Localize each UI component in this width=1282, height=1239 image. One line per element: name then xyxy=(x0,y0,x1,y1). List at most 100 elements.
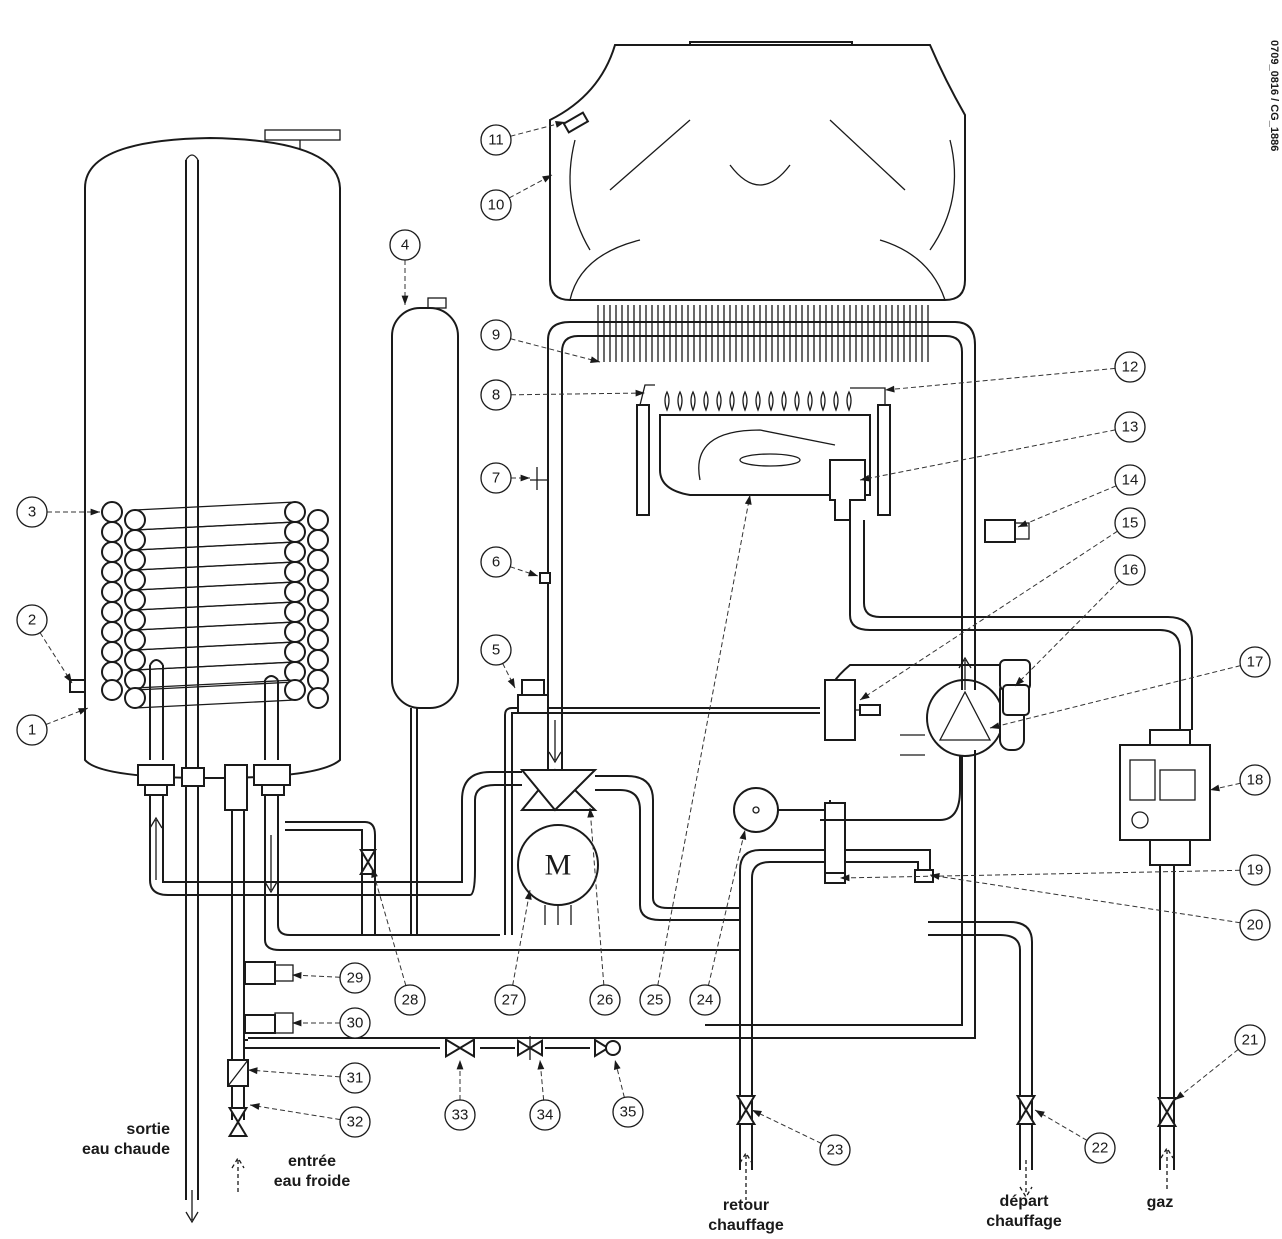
callout-number-1: 1 xyxy=(28,722,36,739)
callout-circle-13 xyxy=(1114,411,1146,443)
callout-number-16: 16 xyxy=(1122,562,1139,579)
leader-arrow-20 xyxy=(930,873,940,880)
callout-circle-17 xyxy=(1239,646,1271,678)
callout-circle-12 xyxy=(1114,351,1146,383)
callout-circle-3 xyxy=(16,496,48,528)
callout-33: 33 xyxy=(444,1099,476,1131)
leader-arrow-31 xyxy=(248,1067,258,1075)
callout-22: 22 xyxy=(1084,1132,1116,1164)
three-way-valve: M xyxy=(517,768,599,906)
leader-line-24 xyxy=(707,829,746,986)
callout-circle-19 xyxy=(1239,854,1271,886)
callout-circle-8 xyxy=(480,379,512,411)
callout-number-23: 23 xyxy=(827,1142,844,1159)
callout-11: 11 xyxy=(480,124,512,156)
callout-12: 12 xyxy=(1114,351,1146,383)
caption-cold-water-inlet: entrée eau froide xyxy=(262,1152,362,1192)
callout-circle-35 xyxy=(612,1096,644,1128)
leader-arrow-8 xyxy=(635,389,645,397)
leader-arrow-24 xyxy=(739,830,747,840)
callout-5: 5 xyxy=(480,634,512,666)
leader-line-11 xyxy=(510,121,566,137)
callout-circle-27 xyxy=(494,984,526,1016)
callout-circle-7 xyxy=(480,462,512,494)
callout-number-3: 3 xyxy=(28,504,36,521)
callout-32: 32 xyxy=(339,1106,371,1138)
leader-arrow-26 xyxy=(587,808,595,818)
leader-line-14 xyxy=(1017,485,1117,528)
callout-35: 35 xyxy=(612,1096,644,1128)
burner-flames xyxy=(664,390,852,412)
callout-29: 29 xyxy=(339,962,371,994)
callout-numbers: 1234567891011121314151617181920212223242… xyxy=(16,124,1271,1166)
caption-cold-water-line2: eau froide xyxy=(273,1173,351,1190)
leader-arrow-23 xyxy=(752,1110,762,1118)
caption-gas: gaz xyxy=(1130,1193,1190,1213)
heat-exchanger-fins xyxy=(597,305,929,362)
leader-line-26 xyxy=(589,807,605,986)
callout-number-7: 7 xyxy=(492,470,500,487)
flue-hood xyxy=(549,41,966,301)
leader-line-15 xyxy=(859,530,1118,701)
callout-circle-14 xyxy=(1114,464,1146,496)
callout-circle-33 xyxy=(444,1099,476,1131)
leader-arrow-11 xyxy=(555,121,565,128)
gas-valve xyxy=(1119,729,1211,866)
callout-number-21: 21 xyxy=(1242,1032,1259,1049)
callout-number-2: 2 xyxy=(28,612,36,629)
callout-number-27: 27 xyxy=(502,992,519,1009)
callout-number-24: 24 xyxy=(697,992,714,1009)
pressure-gauge xyxy=(733,787,779,833)
caption-heating-flow: départ chauffage xyxy=(974,1192,1074,1232)
leader-line-16 xyxy=(1014,580,1120,687)
callout-number-26: 26 xyxy=(597,992,614,1009)
expansion-vessel xyxy=(391,297,459,935)
callout-8: 8 xyxy=(480,379,512,411)
callout-28: 28 xyxy=(394,984,426,1016)
callout-number-13: 13 xyxy=(1122,419,1139,436)
callout-circle-28 xyxy=(394,984,426,1016)
caption-heating-flow-line1: départ xyxy=(999,1193,1049,1210)
leader-arrow-32 xyxy=(250,1103,260,1110)
callout-number-29: 29 xyxy=(347,970,364,987)
leader-arrow-28 xyxy=(371,868,378,878)
leader-line-8 xyxy=(510,392,646,396)
callout-9: 9 xyxy=(480,319,512,351)
callout-number-35: 35 xyxy=(620,1104,637,1121)
callout-circle-11 xyxy=(480,124,512,156)
callout-13: 13 xyxy=(1114,411,1146,443)
callout-circle-1 xyxy=(16,714,48,746)
leader-line-27 xyxy=(512,889,531,986)
callout-18: 18 xyxy=(1239,764,1271,796)
leader-line-31 xyxy=(247,1069,341,1078)
leader-arrow-14 xyxy=(1018,520,1028,527)
callout-3: 3 xyxy=(16,496,48,528)
caption-hot-water-line2: eau chaude xyxy=(81,1141,170,1158)
callout-number-15: 15 xyxy=(1122,515,1139,532)
caption-heating-return-line1: retour xyxy=(722,1197,770,1214)
callout-4: 4 xyxy=(389,229,421,261)
callout-circle-30 xyxy=(339,1007,371,1039)
leader-line-9 xyxy=(510,338,601,363)
callout-number-9: 9 xyxy=(492,327,500,344)
leader-arrow-2 xyxy=(64,673,72,683)
callout-circle-5 xyxy=(480,634,512,666)
flow-arrows xyxy=(149,656,1174,1224)
callout-23: 23 xyxy=(819,1134,851,1166)
drawing-reference: 0709_0816 / CG_1886 xyxy=(1268,40,1280,152)
callout-10: 10 xyxy=(480,189,512,221)
callout-number-4: 4 xyxy=(401,237,409,254)
leader-line-20 xyxy=(929,874,1241,924)
leader-arrow-27 xyxy=(524,890,532,900)
leader-arrow-7 xyxy=(520,474,530,482)
callout-number-28: 28 xyxy=(402,992,419,1009)
callout-number-6: 6 xyxy=(492,554,500,571)
callout-20: 20 xyxy=(1239,909,1271,941)
leader-arrow-1 xyxy=(78,708,88,715)
leader-arrow-13 xyxy=(860,474,870,482)
callout-circle-15 xyxy=(1114,507,1146,539)
valves xyxy=(227,849,1178,1137)
callout-circle-2 xyxy=(16,604,48,636)
leader-arrow-33 xyxy=(456,1060,464,1070)
